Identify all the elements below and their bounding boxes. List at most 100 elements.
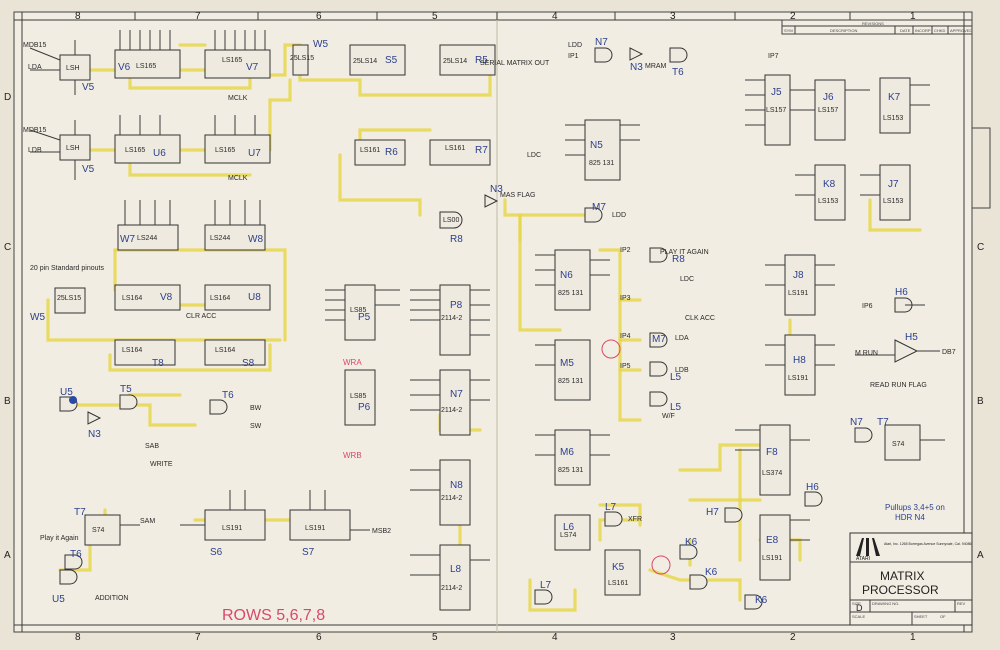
blue-ink-dot	[69, 396, 77, 404]
chip-type: LS164	[210, 295, 230, 302]
gate-L5-b[interactable]: L5	[649, 391, 682, 413]
chip-type: LS161	[360, 147, 380, 154]
gate-ref: L5	[670, 372, 682, 383]
gate-N7-right[interactable]: N7	[850, 417, 873, 443]
gate-T5-a[interactable]: T5	[119, 384, 138, 410]
zone-top-3: 3	[670, 11, 676, 22]
gate-N3-left[interactable]: N3	[87, 411, 101, 440]
chip-P8[interactable]: 2114-2P8	[439, 284, 471, 356]
gate-H5[interactable]: H5	[894, 332, 918, 363]
chip-type: 2114-2	[441, 407, 462, 414]
gate-K6-a[interactable]: K6	[679, 537, 698, 560]
chip-ref: T7	[74, 507, 86, 518]
company-name: ATARI	[856, 556, 870, 562]
chip-L8[interactable]: 2114-2L8	[439, 544, 471, 611]
chip-ref: S5	[385, 55, 398, 66]
chip-type: LS161	[445, 145, 465, 152]
chip-ref: J8	[793, 270, 804, 281]
chip-type: LS164	[215, 347, 235, 354]
gate-U5-bottom[interactable]: U5	[52, 569, 78, 605]
chip-N8[interactable]: 2114-2N8	[439, 459, 471, 526]
gate-L7-b[interactable]: L7	[534, 580, 553, 605]
gate-ref: N3	[630, 62, 643, 73]
play-again-note: Play it Again	[40, 535, 79, 542]
signal-label: SAM	[140, 518, 155, 525]
chip-type: LS164	[122, 347, 142, 354]
chip-N7[interactable]: 2114-2N7	[439, 369, 471, 436]
gate-K6-c[interactable]: K6	[744, 594, 768, 610]
gate-N3-top[interactable]: N3	[629, 47, 643, 73]
signal-label: LDA	[675, 335, 689, 342]
chip-ref: V5	[82, 82, 95, 93]
gate-M7-top[interactable]: M7	[584, 202, 606, 223]
gate-N3-mid[interactable]: N3	[484, 184, 503, 208]
gate-ref: M7	[652, 334, 666, 345]
gate-M7-col[interactable]: M7	[649, 332, 668, 348]
zone-top-4: 4	[552, 11, 558, 22]
gate-T6-b[interactable]: T6	[64, 549, 83, 570]
gate-L7-a[interactable]: L7	[604, 502, 623, 527]
signal-label: MCLK	[228, 175, 248, 182]
gate-H7[interactable]: H7	[706, 507, 743, 523]
chip-ref: W7	[120, 234, 135, 245]
gate-H6-right[interactable]: H6	[894, 287, 913, 313]
gate-R8-col[interactable]: R8	[649, 247, 685, 265]
chip-ref: N5	[590, 140, 603, 151]
chip-type: 25LS14	[443, 58, 467, 65]
gate-L5-a[interactable]: L5	[649, 361, 682, 383]
gate-T6-a[interactable]: T6	[209, 390, 234, 415]
chip-type: LS191	[305, 525, 325, 532]
gate-T6-top[interactable]: T6	[669, 47, 688, 78]
chip-type: 825 131	[558, 467, 583, 474]
chip-type: LS74	[560, 532, 576, 539]
rev-col-date: DATE	[900, 28, 911, 33]
drawing-title-1: MATRIX	[880, 569, 924, 583]
gate-H6-mid[interactable]: H6	[804, 482, 823, 507]
signal-label: PLAY IT AGAIN	[660, 249, 709, 256]
signal-label: SERIAL MATRIX OUT	[480, 60, 550, 67]
gate-K6-b[interactable]: K6	[689, 567, 718, 590]
wra-label: WRA	[343, 358, 362, 367]
gate-N7-top[interactable]: N7	[594, 37, 613, 63]
